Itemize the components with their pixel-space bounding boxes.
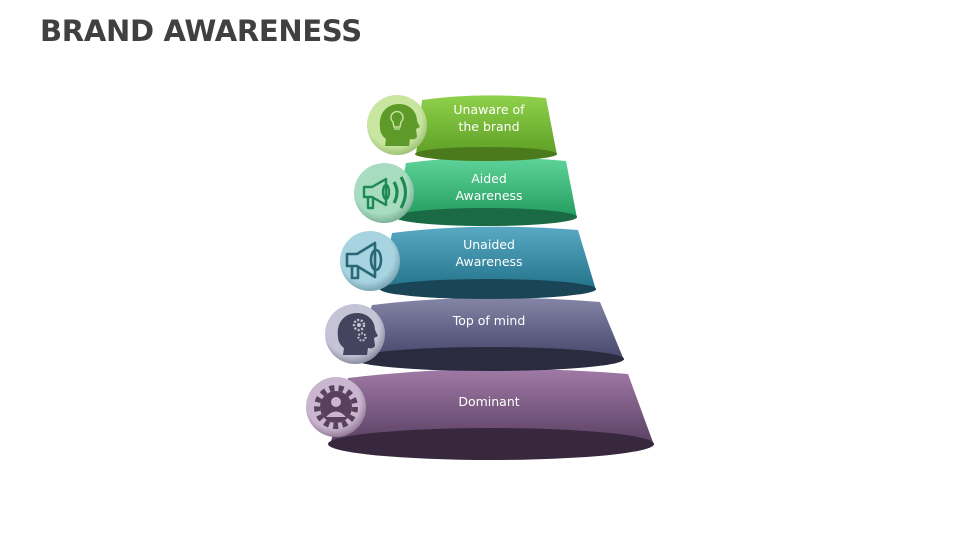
- tier-aided-awareness: [395, 157, 577, 226]
- tier-label-aided-awareness: Aided Awareness: [455, 171, 523, 203]
- tier-top-of-mind: [354, 297, 624, 371]
- megaphone-icon: [340, 231, 400, 291]
- tier-unaided-awareness: [380, 226, 596, 299]
- tier-label-dominant: Dominant: [458, 394, 520, 409]
- tier-label-unaided-awareness: Unaided Awareness: [455, 237, 523, 269]
- megaphone-sound-icon: [354, 163, 414, 223]
- head-lightbulb-icon: [367, 95, 427, 155]
- page-title: BRAND AWARENESS: [40, 14, 362, 48]
- gear-person-icon: [306, 377, 366, 437]
- tier-dominant: [328, 368, 654, 460]
- head-gears-icon: [325, 304, 385, 364]
- tier-label-unaware: Unaware of the brand: [453, 102, 525, 134]
- tier-label-top-of-mind: Top of mind: [452, 313, 526, 328]
- tier-unaware: [415, 95, 557, 161]
